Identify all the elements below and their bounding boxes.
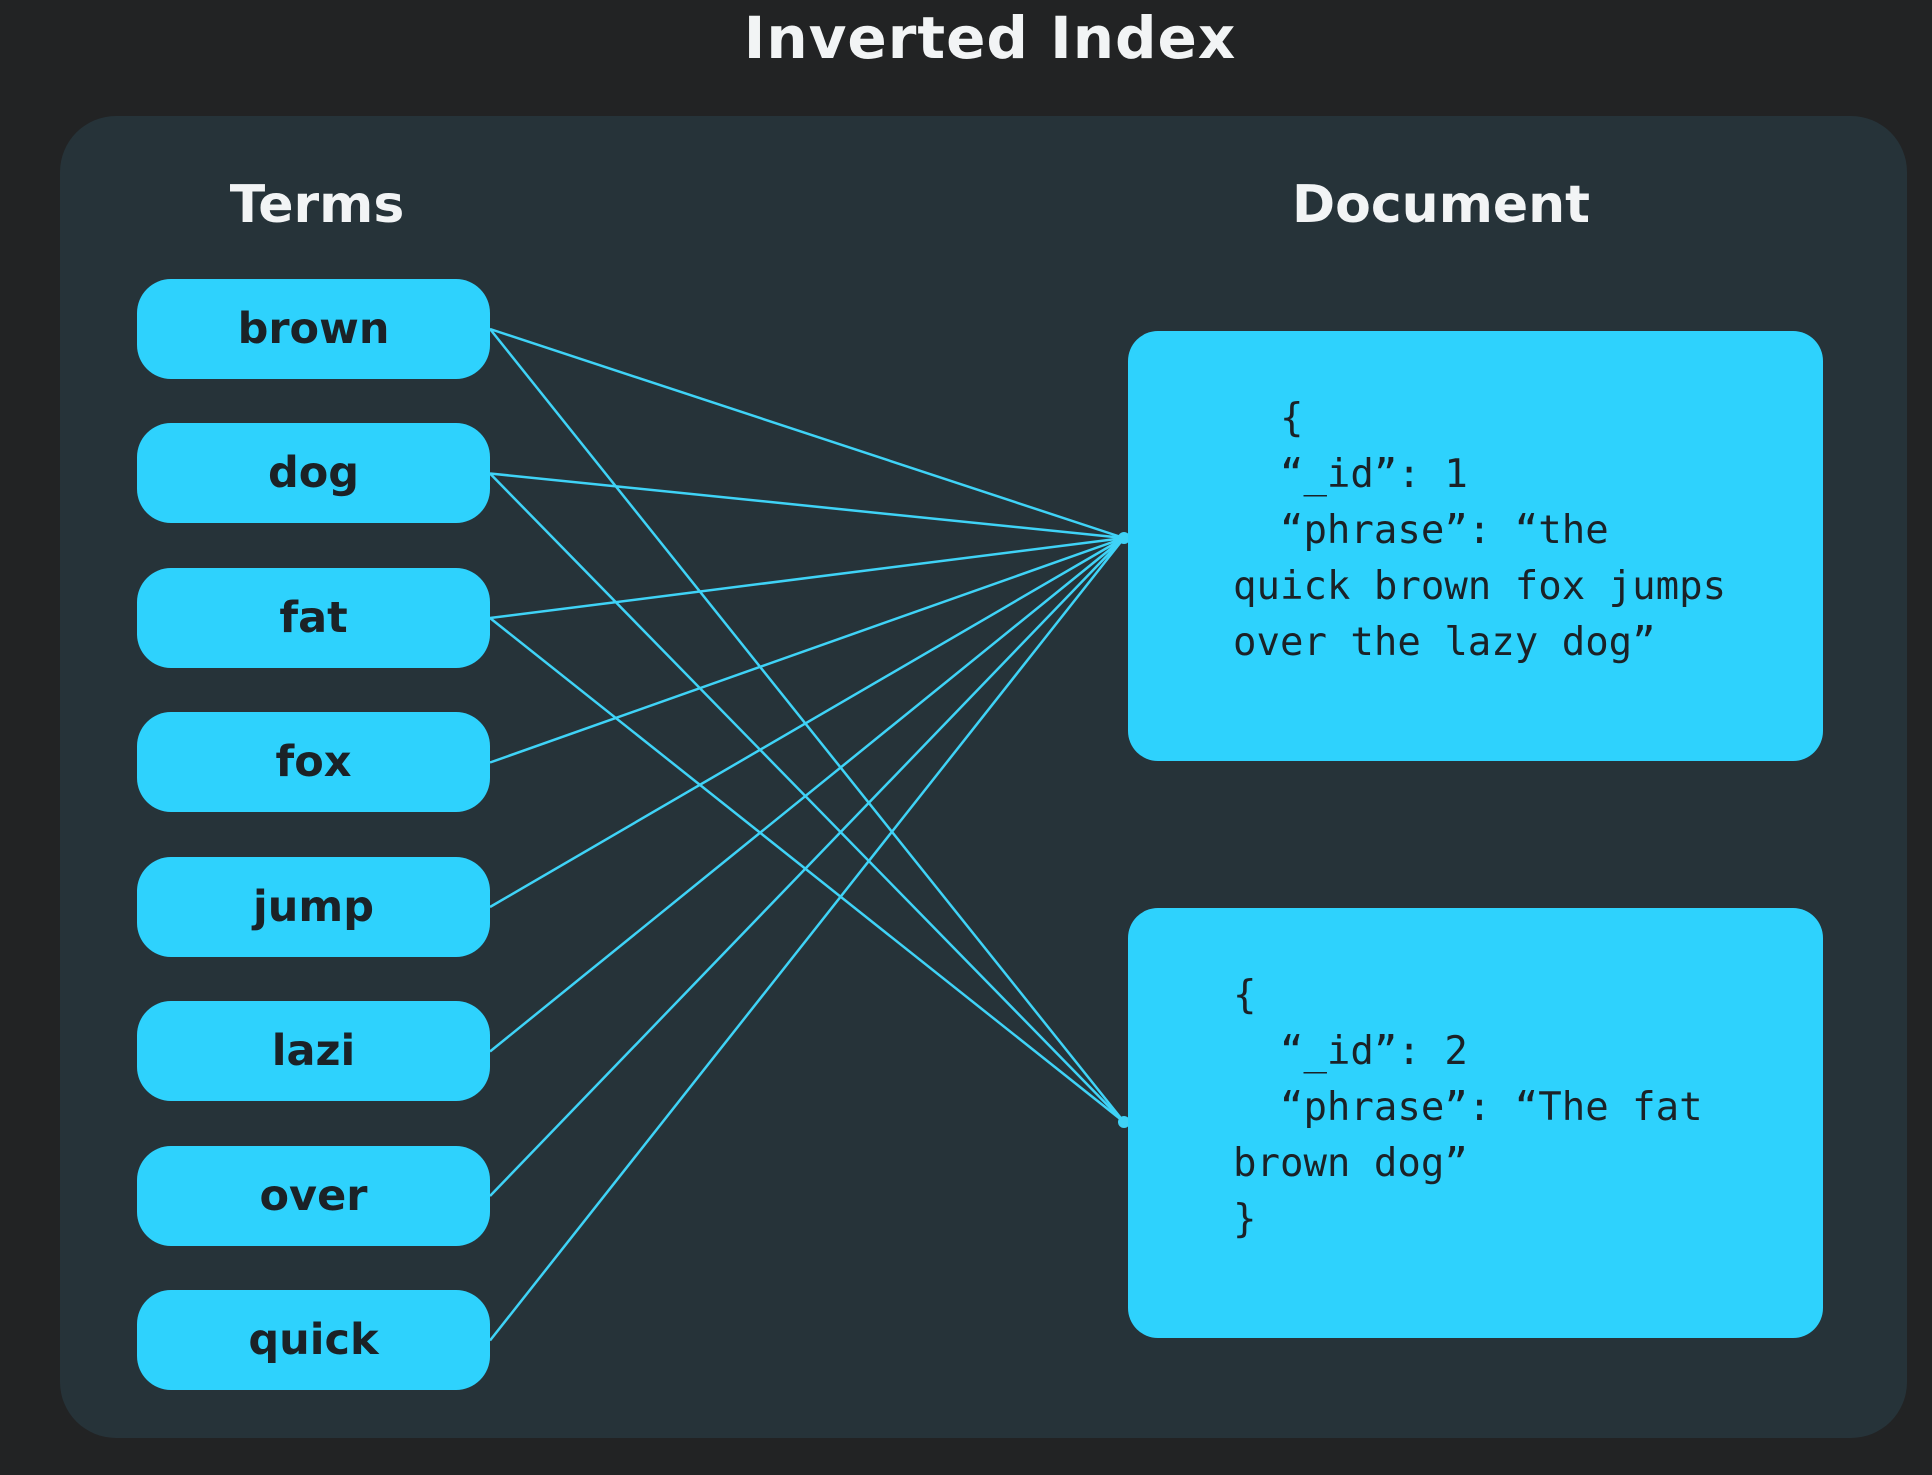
term-dog: dog xyxy=(137,423,490,523)
document-2-card: { “_id”: 2 “phrase”: “The fat brown dog”… xyxy=(1128,908,1823,1338)
document-column-header: Document xyxy=(1291,175,1591,235)
document-2-json: { “_id”: 2 “phrase”: “The fat brown dog”… xyxy=(1233,973,1703,1242)
term-quick: quick xyxy=(137,1290,490,1390)
term-lazi: lazi xyxy=(137,1001,490,1101)
term-brown: brown xyxy=(137,279,490,379)
term-fox: fox xyxy=(137,712,490,812)
term-over: over xyxy=(137,1146,490,1246)
terms-column-header: Terms xyxy=(229,175,405,235)
document-1-json: { “_id”: 1 “phrase”: “the quick brown fo… xyxy=(1233,396,1727,665)
term-fat: fat xyxy=(137,568,490,668)
diagram-title: Inverted Index xyxy=(743,4,1237,72)
term-jump: jump xyxy=(137,857,490,957)
document-1-card: { “_id”: 1 “phrase”: “the quick brown fo… xyxy=(1128,331,1823,761)
